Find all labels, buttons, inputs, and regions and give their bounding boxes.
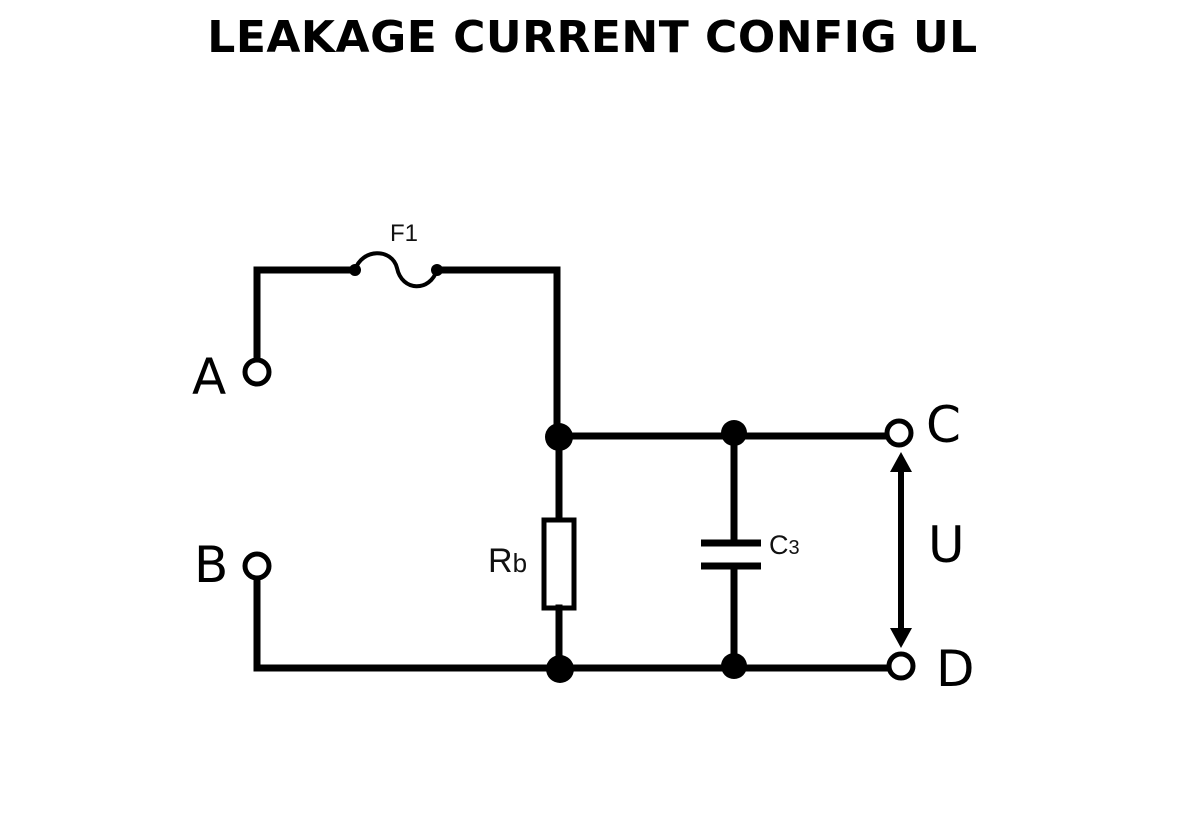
wire-a-to-fuse bbox=[253, 266, 359, 364]
diagram-title: LEAKAGE CURRENT CONFIG UL bbox=[207, 12, 978, 63]
voltage-label: U bbox=[928, 516, 965, 574]
resistor-label: Rb bbox=[488, 542, 527, 580]
junction-node-top-right bbox=[721, 420, 747, 446]
junction-node-bottom-right bbox=[721, 653, 747, 679]
junction-node-top-left bbox=[545, 423, 573, 451]
terminal-a-label: A bbox=[192, 348, 226, 406]
terminal-b bbox=[242, 551, 272, 581]
terminal-b-label: B bbox=[194, 536, 228, 594]
terminal-c-label: C bbox=[926, 396, 961, 454]
terminal-d bbox=[886, 651, 916, 681]
wire-b-to-bottom-rail bbox=[253, 576, 890, 672]
resistor-rb bbox=[541, 517, 577, 611]
capacitor-label: C3 bbox=[769, 530, 800, 560]
junction-node-bottom-left bbox=[546, 655, 574, 683]
terminal-a bbox=[242, 357, 272, 387]
terminal-c bbox=[884, 418, 914, 448]
voltage-arrow bbox=[890, 452, 912, 648]
terminal-d-label: D bbox=[936, 640, 975, 698]
fuse-label: F1 bbox=[390, 220, 418, 247]
fuse-f1 bbox=[349, 251, 443, 289]
wire-fuse-to-node-top bbox=[433, 266, 561, 441]
